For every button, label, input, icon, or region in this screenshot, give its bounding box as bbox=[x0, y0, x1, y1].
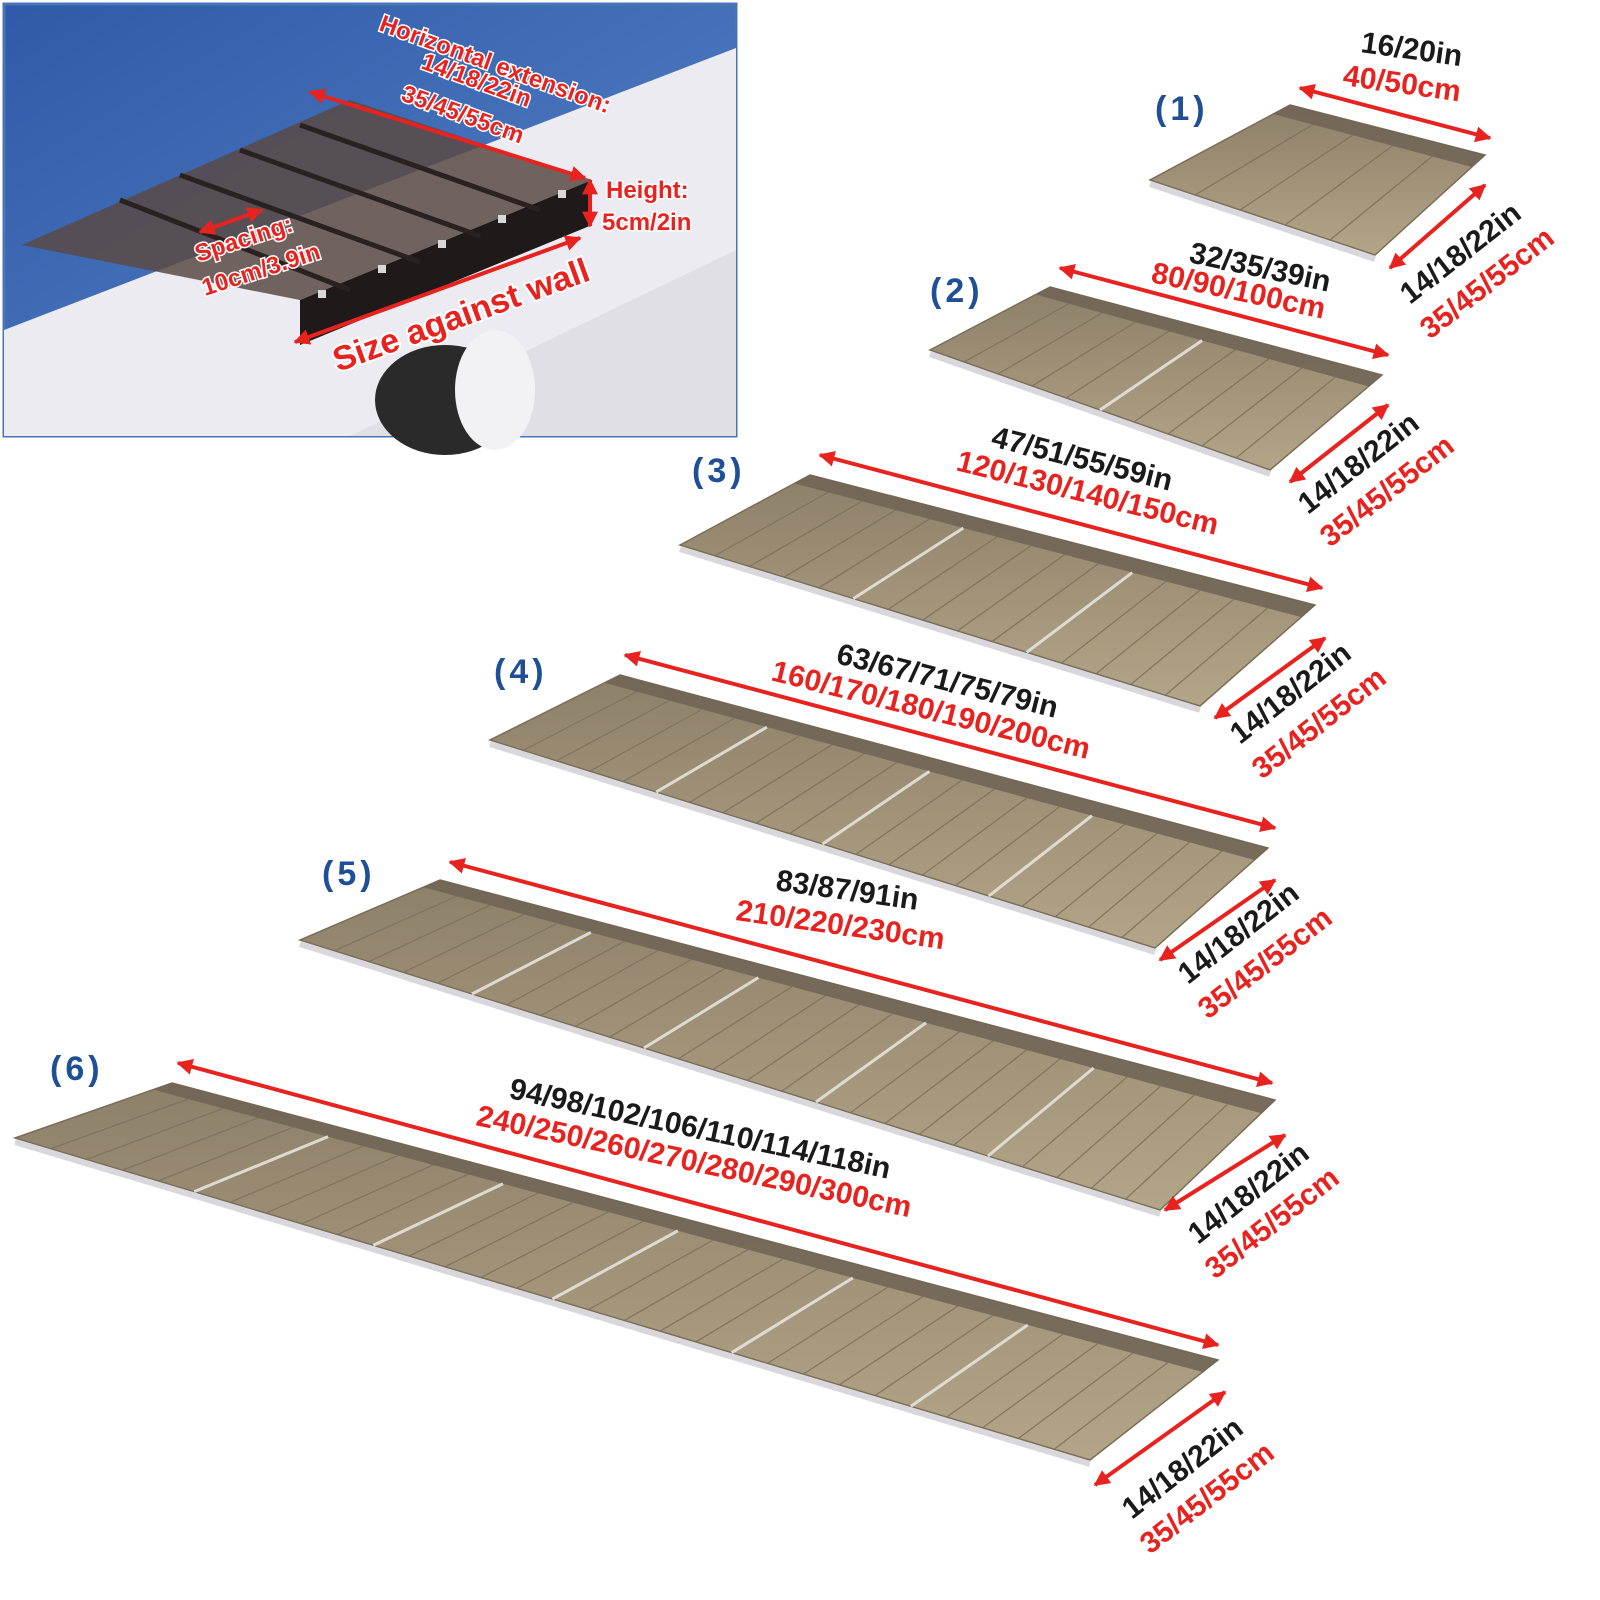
awning-1-rib bbox=[1284, 145, 1393, 226]
awning-1-depth-arrow bbox=[1388, 183, 1487, 270]
awning-3 bbox=[678, 450, 1327, 720]
awning-number-2: (2) bbox=[930, 272, 984, 310]
awning-6-rib bbox=[1017, 1352, 1134, 1440]
awning-3-rib bbox=[714, 491, 829, 557]
awning-4-width-arrow bbox=[623, 650, 1277, 833]
awning-5-width-arrow bbox=[448, 858, 1274, 1087]
awning-number-5: (5) bbox=[322, 855, 376, 893]
awning-6-depth-arrow bbox=[1093, 1390, 1227, 1487]
awning-2-rib bbox=[1235, 376, 1336, 459]
awning-6-rib bbox=[50, 1098, 189, 1150]
height-value: 5cm/2in bbox=[602, 209, 691, 236]
awning-1 bbox=[1148, 83, 1492, 270]
awning-number-4: (4) bbox=[494, 653, 548, 691]
awning-3-width-arrow bbox=[818, 450, 1324, 593]
horizontal-extension-arrow bbox=[308, 88, 587, 182]
awning-2-rib bbox=[1133, 349, 1236, 423]
awning-number-1: (1) bbox=[1155, 90, 1209, 128]
awning-3-rib bbox=[1060, 580, 1167, 664]
awning-6-rib bbox=[982, 1343, 1099, 1429]
awning-2-rib bbox=[1167, 358, 1270, 435]
product-photo-inset: Horizontal extension: 14/18/22in 35/45/5… bbox=[2, 2, 738, 455]
wall-size-arrow bbox=[293, 235, 582, 345]
awnings-layer bbox=[12, 83, 1492, 1487]
awning-2-rib bbox=[963, 303, 1070, 363]
awning-1-rib bbox=[1239, 134, 1353, 211]
awning-6-width-arrow bbox=[176, 1059, 1220, 1349]
awning-2-width-arrow bbox=[1058, 263, 1390, 360]
awning-1-width-arrow bbox=[1298, 83, 1492, 143]
height-title: Height: bbox=[606, 177, 689, 204]
awning-number-6: (6) bbox=[50, 1050, 104, 1088]
awning-1-front-edge bbox=[1149, 181, 1376, 262]
awning-6 bbox=[12, 1059, 1227, 1487]
awning-4-rib bbox=[522, 691, 638, 751]
awning-1-rib bbox=[1329, 155, 1433, 241]
awning-number-3: (3) bbox=[692, 452, 746, 490]
spacing-arrow bbox=[198, 207, 264, 235]
awning-1-rib bbox=[1194, 124, 1314, 196]
awning-2-rib bbox=[1201, 367, 1303, 447]
awning-5-rib bbox=[334, 895, 457, 952]
